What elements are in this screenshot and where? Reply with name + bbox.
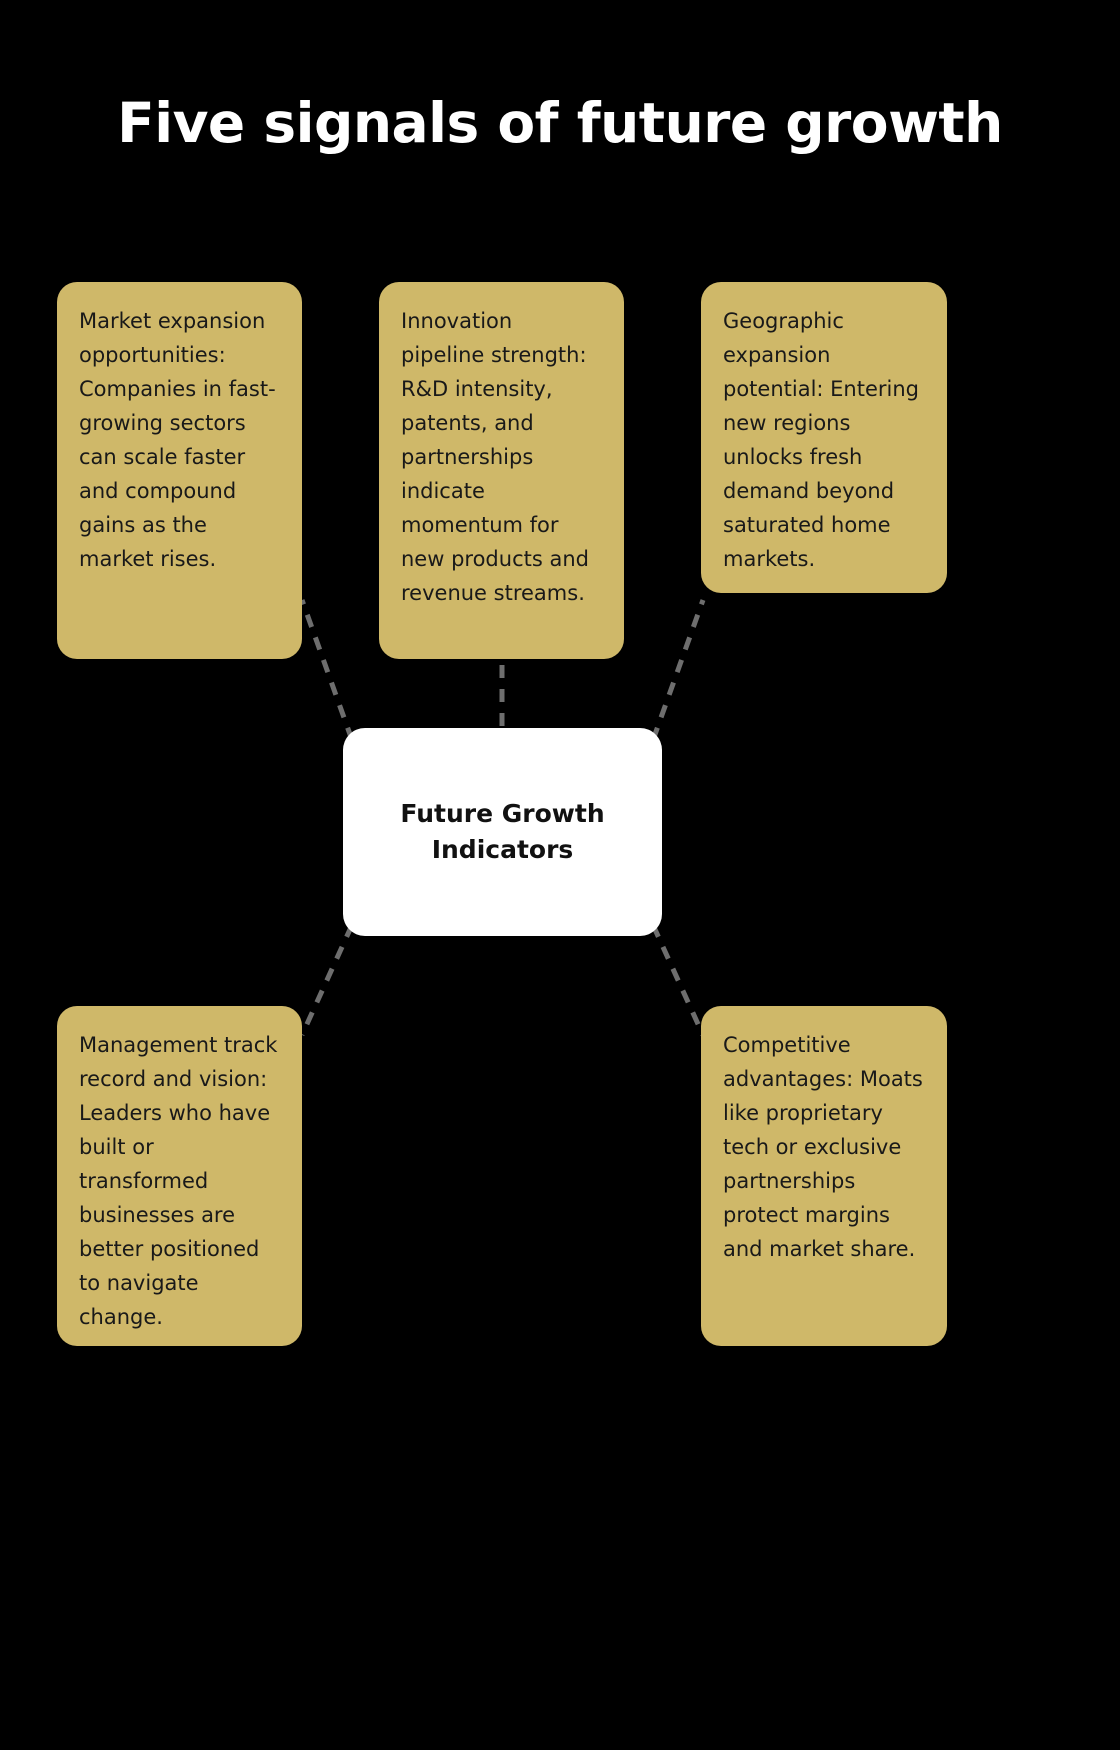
node-card-text: Innovation pipeline strength: R&D intens… <box>401 309 589 606</box>
page-title: Five signals of future growth <box>117 91 1003 155</box>
connector-center-to-bottom-right <box>650 923 706 1037</box>
node-card-text: Market expansion opportunities: Companie… <box>79 309 276 572</box>
node-card-text: Management track record and vision: Lead… <box>79 1033 278 1330</box>
center-node-future-growth-indicators[interactable]: Future Growth Indicators <box>343 728 662 936</box>
connector-center-to-top-right <box>650 599 706 741</box>
node-card-geographic-expansion-potential[interactable]: Geographic expansion potential: Entering… <box>701 282 947 593</box>
node-card-competitive-advantages[interactable]: Competitive advantages: Moats like propr… <box>701 1006 947 1346</box>
node-card-management-track-record-and-vision[interactable]: Management track record and vision: Lead… <box>57 1006 302 1346</box>
center-node-label: Future Growth Indicators <box>400 798 605 864</box>
node-card-innovation-pipeline-strength[interactable]: Innovation pipeline strength: R&D intens… <box>379 282 624 659</box>
node-card-market-expansion-opportunities[interactable]: Market expansion opportunities: Companie… <box>57 282 302 659</box>
node-card-text: Geographic expansion potential: Entering… <box>723 309 920 572</box>
connector-center-to-bottom-left <box>299 923 355 1037</box>
node-card-text: Competitive advantages: Moats like propr… <box>723 1033 923 1262</box>
connector-center-to-top-left <box>299 599 355 741</box>
